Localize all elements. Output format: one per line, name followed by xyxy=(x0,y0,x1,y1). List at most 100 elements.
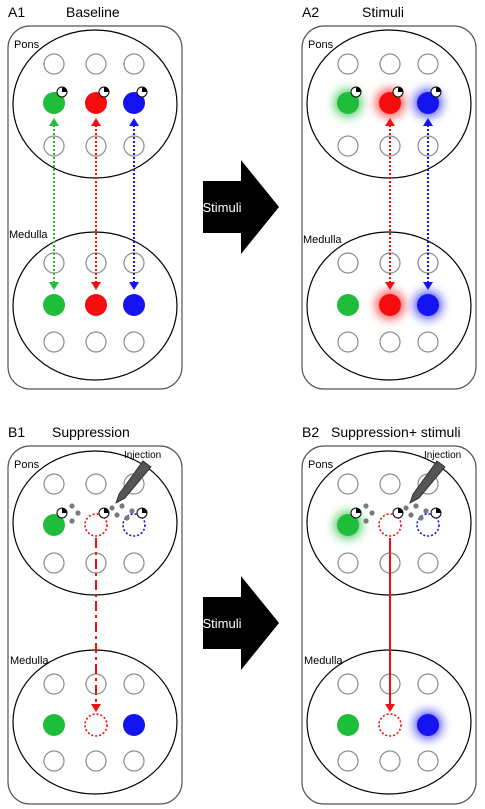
green-neuron xyxy=(43,514,65,536)
inactive-neuron xyxy=(85,331,107,353)
drug-particle xyxy=(119,503,125,509)
pons-label: Pons xyxy=(14,459,40,471)
clock-hand-icon xyxy=(398,87,403,92)
panel-b1-frame xyxy=(7,445,183,805)
inactive-neuron xyxy=(337,473,359,495)
inactive-neuron xyxy=(123,552,145,574)
panel-b2-frame xyxy=(301,445,477,805)
arrow-shape xyxy=(203,576,279,670)
red-arrowhead-down xyxy=(385,704,395,712)
inactive-neuron xyxy=(123,53,145,75)
panel-a2-title: Stimuli xyxy=(362,4,404,20)
inactive-neuron xyxy=(85,750,107,772)
inactive-neuron xyxy=(417,331,439,353)
blue-neuron xyxy=(417,92,439,114)
inactive-neuron xyxy=(337,750,359,772)
panel-a2: A2 Stimuli Pons Medulla xyxy=(301,4,477,390)
red-neuron xyxy=(379,294,401,316)
inactive-neuron xyxy=(337,135,359,157)
stimuli-arrow-bottom: Stimuli xyxy=(202,576,279,670)
inactive-neuron xyxy=(379,331,401,353)
arrow-shape xyxy=(203,160,279,254)
inactive-neuron xyxy=(379,750,401,772)
panel-b1-id: B1 xyxy=(8,424,25,440)
drug-particle xyxy=(363,518,369,524)
panel-a1-title: Baseline xyxy=(66,4,120,20)
inactive-neuron xyxy=(379,473,401,495)
blue-arrowhead-down xyxy=(423,282,433,290)
pons-label: Pons xyxy=(308,39,334,51)
stimuli-arrow-label: Stimuli xyxy=(202,200,241,215)
pons-label: Pons xyxy=(14,39,40,51)
medulla-ellipse xyxy=(306,231,472,381)
panel-b2-id: B2 xyxy=(302,424,319,440)
clock-hand-icon xyxy=(62,508,67,513)
drug-particle xyxy=(403,505,409,511)
clock-hand-icon xyxy=(142,508,147,513)
blue-neuron xyxy=(123,294,145,316)
green-neuron xyxy=(337,294,359,316)
drug-particle xyxy=(129,508,135,514)
stimuli-arrow-label: Stimuli xyxy=(202,616,241,631)
blue-arrowhead-up xyxy=(423,118,433,126)
injection-label: Injection xyxy=(424,450,461,461)
clock-hand-icon xyxy=(356,87,361,92)
drug-particle xyxy=(75,510,81,516)
drug-particle xyxy=(109,505,115,511)
blue-arrowhead-down xyxy=(129,282,139,290)
neuron-grid xyxy=(43,53,148,353)
panel-b1-title: Suppression xyxy=(52,424,130,440)
injection-pipette-icon xyxy=(115,460,152,504)
green-neuron xyxy=(337,514,359,536)
green-neuron xyxy=(43,294,65,316)
blue-neuron xyxy=(123,92,145,114)
panel-a2-id: A2 xyxy=(302,4,319,20)
neuron-grid xyxy=(43,460,152,772)
blue-neuron xyxy=(417,294,439,316)
red-suppressed-neuron xyxy=(378,713,402,737)
inactive-neuron xyxy=(337,331,359,353)
clock-hand-icon xyxy=(398,508,403,513)
panel-a1-frame xyxy=(7,25,183,390)
green-neuron xyxy=(43,714,65,736)
inactive-neuron xyxy=(337,252,359,274)
red-neuron xyxy=(379,92,401,114)
inactive-neuron xyxy=(417,750,439,772)
red-arrowhead-up xyxy=(385,118,395,126)
inactive-neuron xyxy=(85,53,107,75)
inactive-neuron xyxy=(43,53,65,75)
blue-arrowhead-up xyxy=(129,118,139,126)
inactive-neuron xyxy=(337,552,359,574)
red-arrowhead-up xyxy=(91,118,101,126)
clock-hand-icon xyxy=(436,87,441,92)
inactive-neuron xyxy=(417,53,439,75)
drug-particle xyxy=(114,512,120,518)
inactive-neuron xyxy=(379,53,401,75)
injection-label: Injection xyxy=(124,450,161,461)
drug-particle xyxy=(418,515,424,521)
clock-hand-icon xyxy=(436,508,441,513)
panel-a1-id: A1 xyxy=(8,4,25,20)
drug-particle xyxy=(363,503,369,509)
inactive-neuron xyxy=(417,673,439,695)
blue-neuron xyxy=(417,714,439,736)
green-neuron xyxy=(43,92,65,114)
red-neuron xyxy=(85,294,107,316)
green-arrowhead-up xyxy=(49,118,59,126)
medulla-ellipse xyxy=(12,231,178,381)
medulla-label: Medulla xyxy=(10,655,49,667)
inactive-neuron xyxy=(43,750,65,772)
inactive-neuron xyxy=(123,673,145,695)
inactive-neuron xyxy=(123,331,145,353)
stimuli-arrow-top: Stimuli xyxy=(202,160,279,254)
inactive-neuron xyxy=(43,552,65,574)
panel-b2-title: Suppression+ stimuli xyxy=(331,424,461,440)
medulla-label: Medulla xyxy=(9,229,48,241)
red-suppressed-neuron xyxy=(378,513,402,537)
drug-particle xyxy=(69,518,75,524)
medulla-label: Medulla xyxy=(303,234,342,246)
red-arrowhead-down xyxy=(91,704,101,712)
neuron-grid xyxy=(334,460,446,772)
panel-b1: B1 Suppression Pons Medulla Injection xyxy=(7,424,183,805)
